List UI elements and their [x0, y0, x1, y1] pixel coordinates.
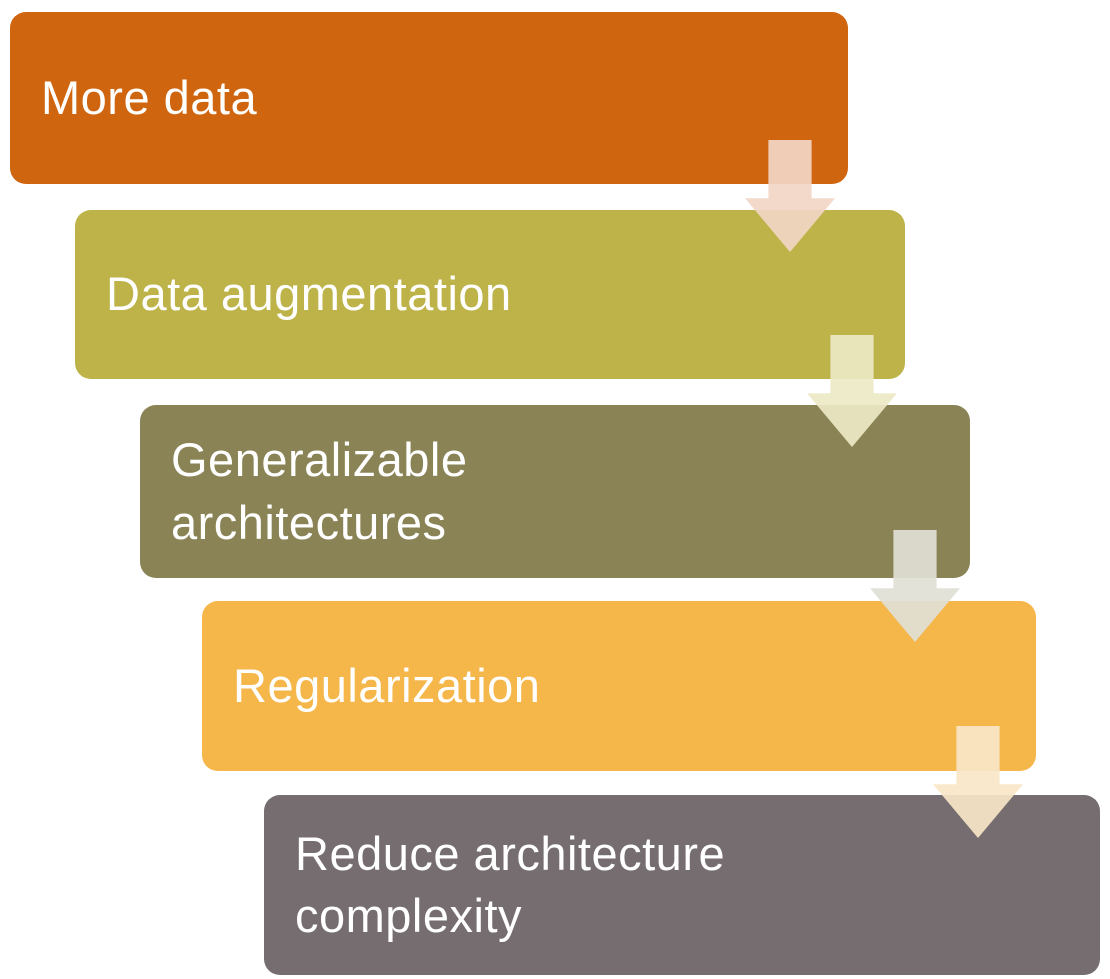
- step-label-regularization: Regularization: [233, 658, 541, 712]
- step-box-generalizable-architectures: Generalizable architectures: [140, 405, 970, 578]
- step-label-more-data: More data: [41, 70, 258, 124]
- step-box-regularization: Regularization: [202, 601, 1036, 771]
- step-box-reduce-architecture-complexity: Reduce architecture complexity: [264, 795, 1100, 975]
- step-box-more-data: More data: [10, 12, 848, 184]
- step-box-data-augmentation: Data augmentation: [75, 210, 905, 379]
- step-label-reduce-architecture-complexity: Reduce architecture complexity: [295, 826, 726, 942]
- step-label-data-augmentation: Data augmentation: [106, 267, 512, 321]
- step-label-generalizable-architectures: Generalizable architectures: [171, 433, 468, 549]
